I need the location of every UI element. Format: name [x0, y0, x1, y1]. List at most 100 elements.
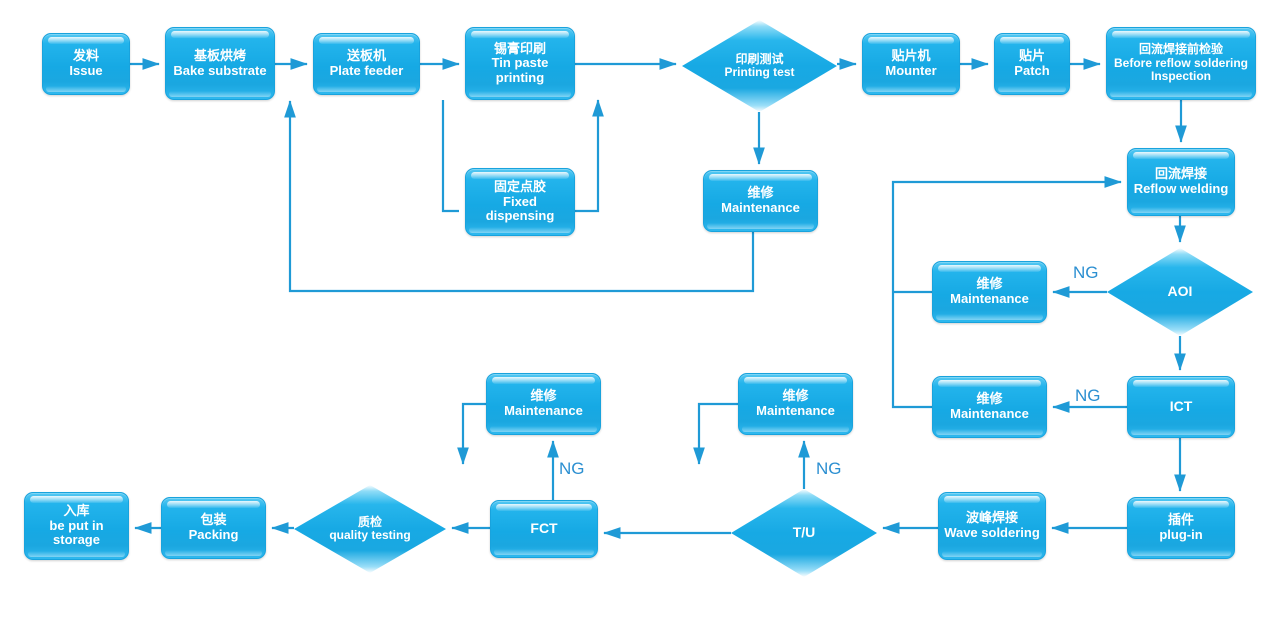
- node-label-en: Maintenance: [950, 291, 1029, 306]
- edge-maintenancetu-return: [693, 402, 738, 465]
- node-label-cn: 波峰焊接: [965, 510, 1018, 526]
- node-label-en: ICT: [1169, 398, 1193, 415]
- label-ng-ict: NG: [1075, 386, 1101, 405]
- node-label-en: Packing: [188, 527, 239, 542]
- node-label-en: AOI: [1167, 283, 1193, 300]
- node-label-cn: 发料: [72, 48, 99, 64]
- node-fct[interactable]: FCT: [490, 500, 598, 558]
- node-label-cn: 质检: [357, 514, 382, 529]
- node-label-cn: 回流焊接: [1154, 166, 1207, 182]
- node-label-en: Maintenance: [756, 403, 835, 418]
- edge-fixeddispensing-tinpaste: [575, 99, 604, 213]
- node-label-en: Tin paste printing: [491, 55, 549, 85]
- node-label-en: FCT: [530, 520, 558, 537]
- node-label-cn: 维修: [976, 276, 1003, 292]
- node-label-en: Wave soldering: [944, 525, 1040, 540]
- node-label-en: Plate feeder: [329, 63, 404, 78]
- node-label-en: quality testing: [329, 528, 411, 542]
- node-label-cn: 维修: [976, 391, 1003, 407]
- node-label-en: Patch: [1014, 63, 1050, 78]
- node-label-cn: 固定点胶: [493, 179, 546, 195]
- node-label-en: Before reflow soldering Inspection: [1113, 55, 1249, 84]
- node-label-cn: 维修: [747, 185, 774, 201]
- node-label-cn: 回流焊接前检验: [1138, 42, 1223, 57]
- node-label-en: Bake substrate: [173, 62, 267, 78]
- node-label-en: Issue: [69, 63, 103, 78]
- node-label-cn: 贴片: [1018, 48, 1045, 64]
- edge-tinpaste-branch-down: [441, 100, 459, 213]
- edge-maintenance-reflow-feedback: [891, 176, 1122, 409]
- node-label-en: Maintenance: [721, 200, 800, 215]
- node-label-en: Maintenance: [950, 406, 1029, 421]
- node-aoi[interactable]: AOI: [1107, 248, 1253, 336]
- node-label-cn: 入库: [63, 503, 90, 519]
- node-label-en: plug-in: [1159, 527, 1203, 542]
- node-tu[interactable]: T/U: [731, 489, 877, 577]
- node-label-cn: 送板机: [346, 48, 386, 64]
- node-label: FCT: [526, 520, 561, 537]
- node-label-en: Printing test: [724, 65, 795, 79]
- edge-maintenancefct-return: [457, 402, 486, 465]
- edge-maintenance-platefeeder: [284, 100, 755, 293]
- node-label-en: Fixed dispensing: [485, 193, 555, 224]
- node-label: T/U: [787, 524, 822, 541]
- node-label-cn: 包装: [200, 512, 227, 528]
- label-ng-fct: NG: [559, 459, 585, 478]
- node-label-en: Mounter: [885, 63, 937, 78]
- node-label: AOI: [1162, 283, 1199, 300]
- node-label-en: T/U: [792, 524, 816, 541]
- node-label: ICT: [1166, 398, 1197, 415]
- node-ict[interactable]: ICT: [1127, 376, 1235, 438]
- node-label-cn: 维修: [782, 388, 809, 404]
- node-label-cn: 印刷测试: [735, 51, 784, 66]
- node-label-cn: 贴片机: [891, 48, 931, 64]
- node-label-cn: 插件: [1167, 512, 1194, 528]
- node-label-cn: 基板烘烤: [193, 47, 246, 63]
- node-label-cn: 维修: [530, 388, 557, 404]
- label-ng-aoi: NG: [1073, 263, 1099, 282]
- node-label-en: Maintenance: [504, 403, 583, 418]
- node-label-en: be put in storage: [49, 517, 104, 548]
